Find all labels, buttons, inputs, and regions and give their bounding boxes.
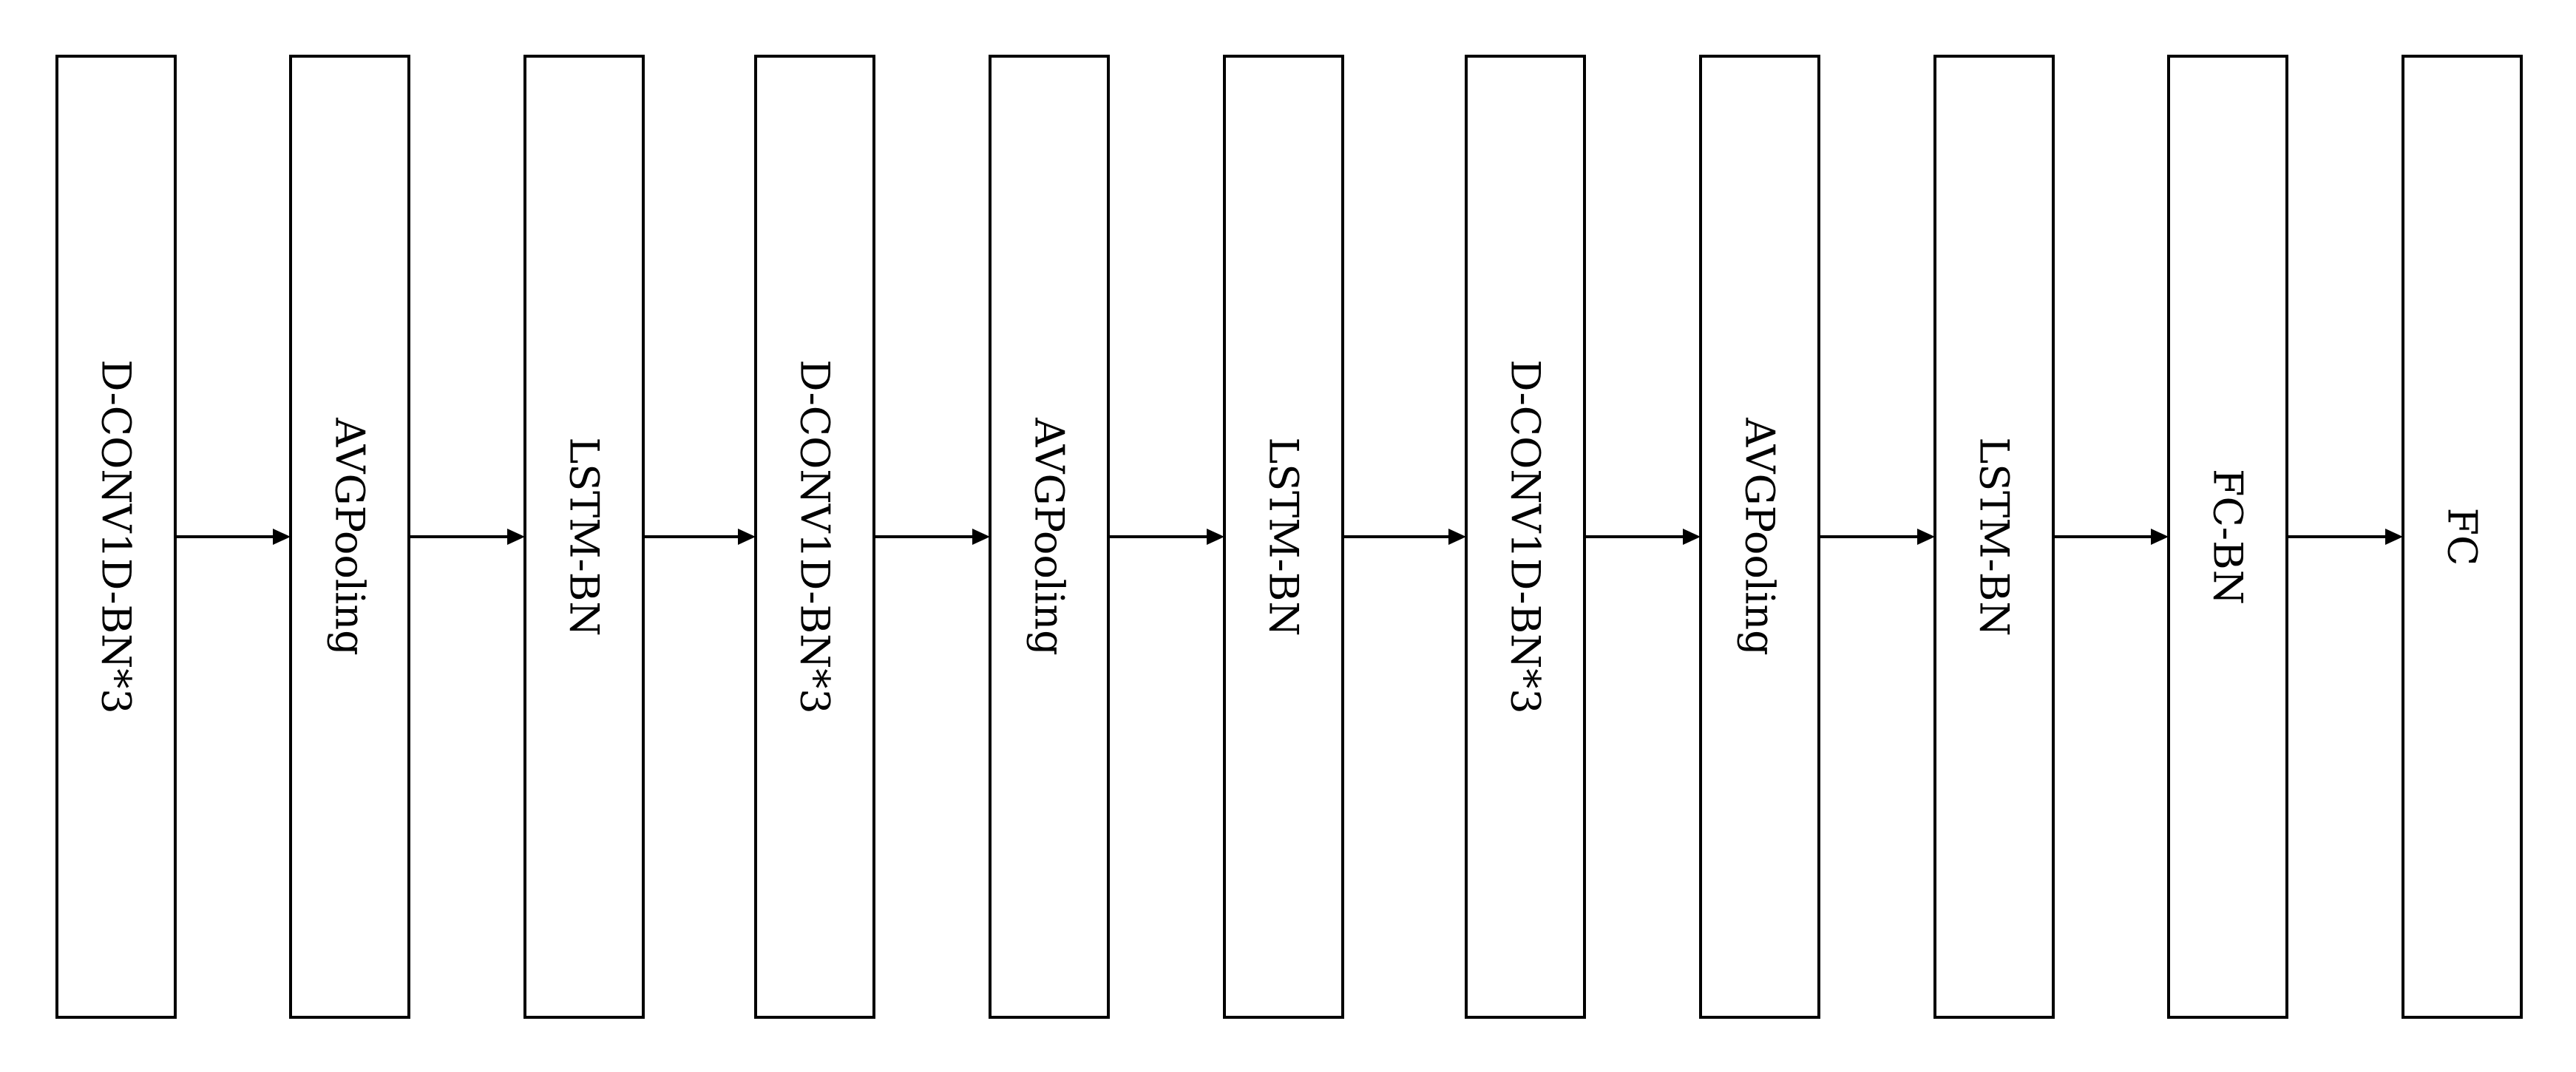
layer-label: D-CONV1D-BN*3 [792,359,838,714]
layer-box-frame [2402,55,2523,1019]
layer-box-frame [754,55,875,1019]
arrowhead-icon [1207,529,1224,545]
layer-box-frame [523,55,645,1019]
arrowhead-icon [2385,529,2403,545]
layer-box: LSTM-BN [1223,55,1344,1019]
layer-box: AVGPooling [989,55,1110,1019]
layer-box: AVGPooling [289,55,410,1019]
arrowhead-icon [1683,529,1701,545]
layer-label: AVGPooling [1026,417,1073,656]
connector-group [175,529,2403,545]
layer-box-frame [2167,55,2288,1019]
layer-box-frame [1223,55,1344,1019]
layer-label: AVGPooling [327,417,373,656]
layer-label: LSTM-BN [1261,437,1307,636]
layer-label: D-CONV1D-BN*3 [1502,359,1549,714]
layer-box: FC [2402,55,2523,1019]
layer-box-frame [55,55,177,1019]
layer-box-frame [989,55,1110,1019]
layer-box-frame [1465,55,1586,1019]
layer-box: LSTM-BN [523,55,645,1019]
arrowhead-icon [1448,529,1466,545]
arrowhead-icon [273,529,291,545]
arrowhead-icon [738,529,756,545]
layer-label: FC-BN [2205,469,2251,605]
layer-box-frame [1933,55,2055,1019]
layer-box-group: D-CONV1D-BN*3 AVGPooling LSTM-BN D-CONV1D-B… [55,55,2523,1019]
layer-label: AVGPooling [1737,417,1783,656]
arrowhead-icon [2151,529,2169,545]
layer-box-frame [1699,55,1820,1019]
layer-box: D-CONV1D-BN*3 [55,55,177,1019]
arrowhead-icon [1917,529,1935,545]
layer-box: LSTM-BN [1933,55,2055,1019]
layer-label: LSTM-BN [1971,437,2018,636]
arrowhead-icon [972,529,990,545]
layer-label: LSTM-BN [561,437,608,636]
layer-label: FC [2439,508,2486,566]
arrowhead-icon [507,529,525,545]
layer-label: D-CONV1D-BN*3 [93,359,140,714]
layer-box: D-CONV1D-BN*3 [1465,55,1586,1019]
layer-box-frame [289,55,410,1019]
layer-box: AVGPooling [1699,55,1820,1019]
layer-box: D-CONV1D-BN*3 [754,55,875,1019]
layer-box: FC-BN [2167,55,2288,1019]
